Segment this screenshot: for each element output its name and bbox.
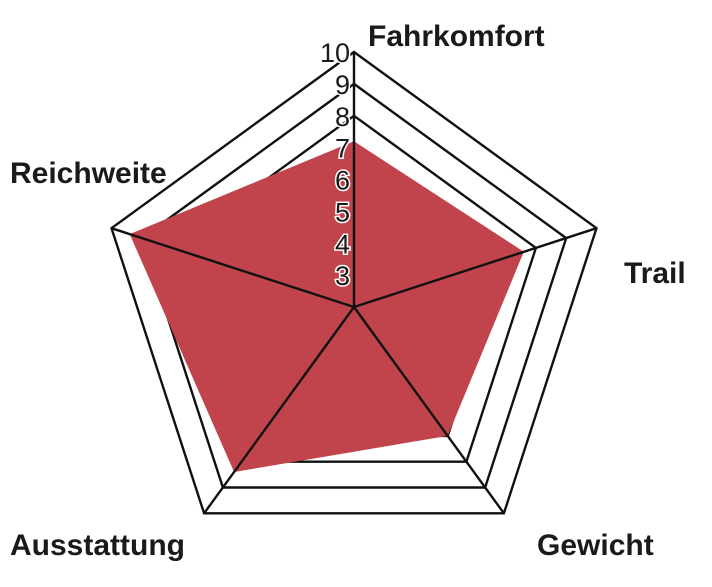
grid-ring-9 [140,82,568,489]
spoke-ausstattung [203,306,355,515]
tick-label-6: 6 [335,166,350,196]
tick-label-9: 9 [335,70,350,100]
tick-label-3: 3 [335,261,350,291]
radar-series-layer [129,141,524,473]
tick-label-10: 10 [320,38,350,68]
tick-label-8: 8 [335,102,350,132]
tick-label-5: 5 [335,197,350,227]
axis-label-reichweite: Reichweite [10,157,167,190]
tick-label-4: 4 [335,229,350,259]
radar-area-series-0 [129,141,524,473]
axis-label-gewicht: Gewicht [537,529,654,562]
axis-label-trail: Trail [624,257,686,290]
spoke-reichweite [111,227,355,309]
axis-label-ausstattung: Ausstattung [10,529,185,562]
tick-label-7: 7 [335,134,350,164]
spoke-gewicht [353,306,505,515]
spoke-trail [353,227,597,309]
grid-ring-10 [110,50,598,515]
radar-spokes [111,52,597,515]
axis-label-fahrkomfort: Fahrkomfort [368,20,545,53]
